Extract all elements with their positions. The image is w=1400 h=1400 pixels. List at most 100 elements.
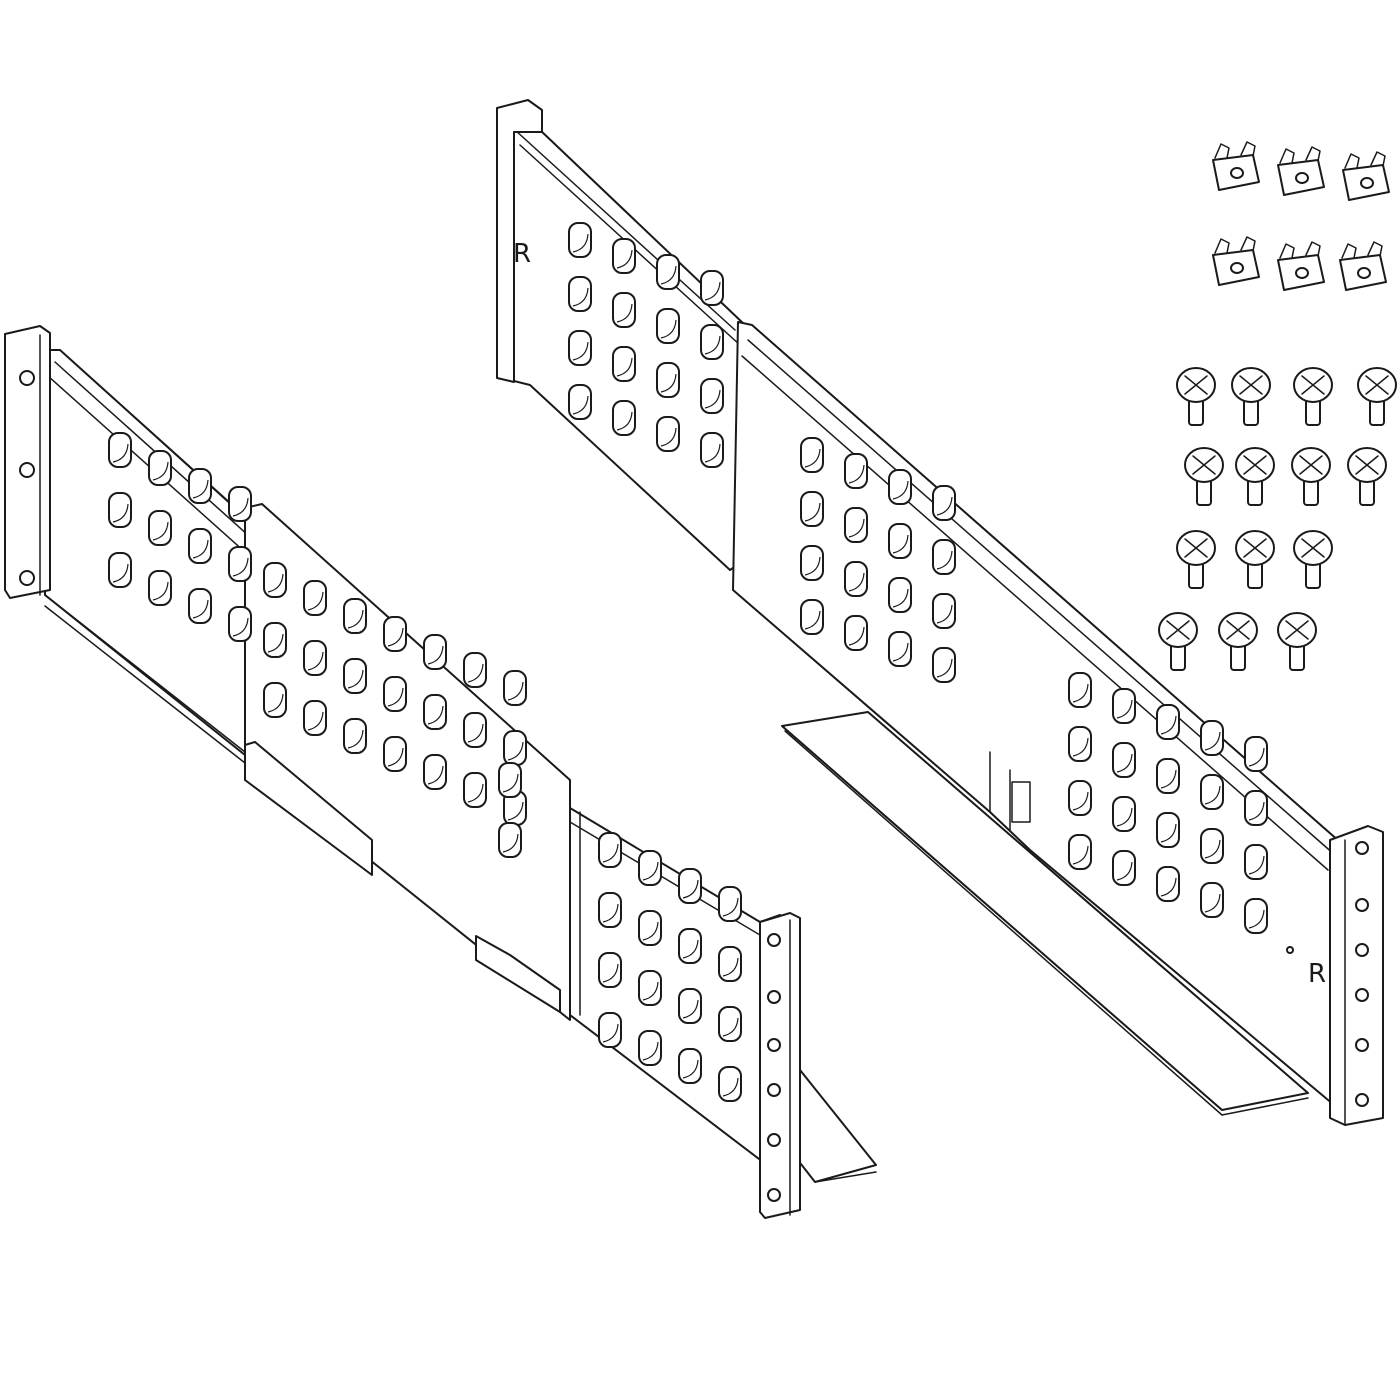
mounting-hole	[1355, 841, 1369, 855]
left-rail-support-shelf	[789, 1069, 877, 1183]
cage-nut-clip	[1367, 241, 1383, 257]
rail-slot-shade	[467, 723, 484, 743]
rail-slot-shade	[192, 479, 209, 499]
screw-cross	[1184, 538, 1208, 558]
rail-slot	[932, 593, 956, 629]
rail-slot-shade	[804, 556, 821, 576]
screw-cross	[1184, 375, 1208, 395]
rail-slot	[343, 598, 367, 634]
rail-slot	[1244, 790, 1268, 826]
rail-slot-shade	[682, 1059, 699, 1079]
screw	[1218, 612, 1258, 671]
rail-slot-shade	[1160, 769, 1177, 789]
rail-slot	[568, 384, 592, 420]
mounting-hole	[19, 370, 35, 386]
rail-slot-shade	[848, 464, 865, 484]
rail-slot	[463, 712, 487, 748]
rail-slot-shade	[427, 645, 444, 665]
rail-slot	[638, 970, 662, 1006]
screw	[1235, 447, 1275, 506]
rail-slot	[1244, 736, 1268, 772]
cage-nut-clip	[1305, 146, 1321, 162]
rail-slot	[1112, 742, 1136, 778]
cage-nut-clip	[1341, 243, 1357, 259]
mounting-hole	[1355, 943, 1369, 957]
rail-slot-shade	[1204, 785, 1221, 805]
cage-nut	[1339, 241, 1387, 291]
rail-marking-r-rear: R	[513, 239, 531, 269]
rail-slot-shade	[112, 563, 129, 583]
rail-slot-shade	[232, 497, 249, 517]
rail-slot	[303, 640, 327, 676]
cage-nut	[1277, 146, 1325, 196]
left-rail	[4, 325, 877, 1219]
rail-slot	[612, 292, 636, 328]
screw-cross	[1301, 538, 1325, 558]
rail-slot-shade	[1116, 861, 1133, 881]
rail-slot	[1200, 828, 1224, 864]
rail-slot-shade	[1248, 855, 1265, 875]
rail-slot-shade	[507, 681, 524, 701]
rail-slot-shade	[1160, 877, 1177, 897]
rail-slot-shade	[660, 373, 677, 393]
rail-slot	[263, 682, 287, 718]
rail-slot-shade	[192, 599, 209, 619]
cage-nut-clip	[1214, 143, 1230, 159]
rail-slot	[800, 545, 824, 581]
screw	[1176, 367, 1216, 426]
rail-slot	[1112, 796, 1136, 832]
rail-slot	[612, 400, 636, 436]
left-rail-rear-ear	[4, 325, 51, 599]
mounting-hole	[767, 990, 781, 1004]
rail-slot	[568, 330, 592, 366]
rail-slot-shade	[892, 480, 909, 500]
rail-slot-shade	[307, 651, 324, 671]
rail-slot-shade	[682, 999, 699, 1019]
cage-nut-clip	[1344, 153, 1360, 169]
right-rail-rear-ear	[496, 99, 543, 383]
rail-slot	[188, 528, 212, 564]
rail-slot-shade	[267, 573, 284, 593]
rail-slot-shade	[1072, 845, 1089, 865]
cage-nut-hole	[1357, 267, 1371, 279]
rail-slot-shade	[616, 249, 633, 269]
rail-slot	[1068, 726, 1092, 762]
rail-slot	[932, 647, 956, 683]
rail-slot	[718, 1006, 742, 1042]
rail-slot	[148, 570, 172, 606]
mounting-hole	[767, 1188, 781, 1202]
screw-cross	[1355, 455, 1379, 475]
rail-slot-shade	[1072, 737, 1089, 757]
right-rail: R R	[496, 99, 1384, 1126]
rail-slot-shade	[387, 687, 404, 707]
screw-cross	[1166, 620, 1190, 640]
rail-slot-shade	[660, 265, 677, 285]
screw-cross	[1226, 620, 1250, 640]
rail-slot-shade	[152, 581, 169, 601]
rail-slot-shade	[892, 588, 909, 608]
rail-slot-shade	[848, 518, 865, 538]
rail-slot-shade	[152, 521, 169, 541]
screw	[1184, 447, 1224, 506]
rail-slot	[463, 652, 487, 688]
rail-slot	[700, 324, 724, 360]
rail-slot-shade	[1116, 807, 1133, 827]
rail-slot-shade	[1248, 801, 1265, 821]
screw-cross	[1243, 538, 1267, 558]
rail-slot-shade	[848, 626, 865, 646]
rail-slot	[888, 631, 912, 667]
rail-slot	[383, 736, 407, 772]
rail-slot-shade	[507, 801, 524, 821]
rail-slot-shade	[427, 765, 444, 785]
left-rail-slider-strip	[244, 741, 373, 876]
rail-slot-shade	[192, 539, 209, 559]
screw-cross	[1365, 375, 1389, 395]
rail-slot	[718, 946, 742, 982]
rail-slot-shade	[347, 729, 364, 749]
rail-slot	[888, 469, 912, 505]
cage-nut-clip	[1240, 236, 1256, 252]
rail-slot-shade	[1204, 893, 1221, 913]
rail-slot	[1156, 812, 1180, 848]
right-rail-front-plate	[732, 321, 1341, 1111]
